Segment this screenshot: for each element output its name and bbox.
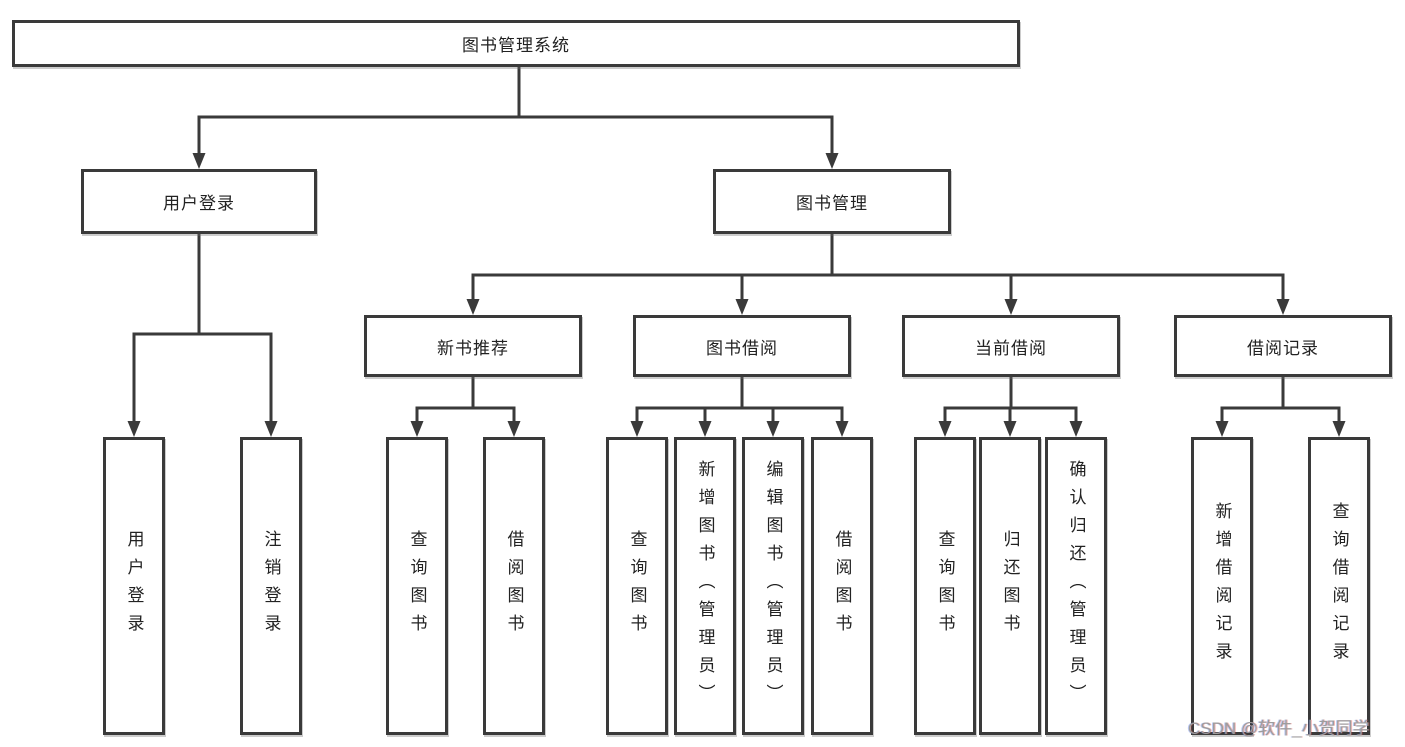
node-label: 图书管理 [796, 194, 868, 213]
node-leaf-add-book-admin: 新增图书（管理员） [674, 437, 736, 735]
node-leaf-confirm-return-admin: 确认归还（管理员） [1045, 437, 1107, 735]
node-current-borrow: 当前借阅 [902, 315, 1120, 377]
node-label: 新增借阅记录 [1212, 502, 1232, 670]
node-leaf-borrow-book-1: 借阅图书 [483, 437, 545, 735]
node-label: 确认归还（管理员） [1066, 460, 1086, 712]
node-leaf-query-book-3: 查询图书 [914, 437, 976, 735]
node-label: 借阅记录 [1247, 338, 1319, 358]
node-leaf-query-borrow-record: 查询借阅记录 [1308, 437, 1370, 735]
node-label: 注销登录 [261, 530, 281, 642]
node-label: 当前借阅 [975, 338, 1047, 358]
node-leaf-edit-book-admin: 编辑图书（管理员） [742, 437, 804, 735]
node-user-login: 用户登录 [81, 169, 317, 234]
node-borrow-records: 借阅记录 [1174, 315, 1392, 377]
node-label: 归还图书 [1000, 530, 1020, 642]
node-leaf-return-book: 归还图书 [979, 437, 1041, 735]
node-label: 借阅图书 [832, 530, 852, 642]
node-leaf-logout: 注销登录 [240, 437, 302, 735]
node-label: 查询图书 [627, 530, 647, 642]
node-label: 借阅图书 [504, 530, 524, 642]
node-leaf-user-login: 用户登录 [103, 437, 165, 735]
node-leaf-query-book-2: 查询图书 [606, 437, 668, 735]
node-book-management: 图书管理 [713, 169, 951, 234]
node-label: 查询图书 [935, 530, 955, 642]
csdn-watermark: CSDN @软件_小贺同学 [1188, 719, 1370, 738]
node-label: 图书管理系统 [462, 36, 570, 55]
node-leaf-borrow-book-2: 借阅图书 [811, 437, 873, 735]
arrowheads [127, 153, 1346, 437]
node-label: 查询图书 [407, 530, 427, 642]
node-leaf-query-book-1: 查询图书 [386, 437, 448, 735]
node-book-borrow: 图书借阅 [633, 315, 851, 377]
node-root-system: 图书管理系统 [12, 20, 1020, 67]
node-leaf-add-borrow-record: 新增借阅记录 [1191, 437, 1253, 735]
node-label: 用户登录 [124, 530, 144, 642]
node-label: 新增图书（管理员） [695, 460, 715, 712]
node-label: 编辑图书（管理员） [763, 460, 783, 712]
node-label: 新书推荐 [437, 338, 509, 358]
node-label: 查询借阅记录 [1329, 502, 1349, 670]
node-label: 图书借阅 [706, 338, 778, 358]
node-new-book-recommend: 新书推荐 [364, 315, 582, 377]
node-label: 用户登录 [163, 194, 235, 213]
